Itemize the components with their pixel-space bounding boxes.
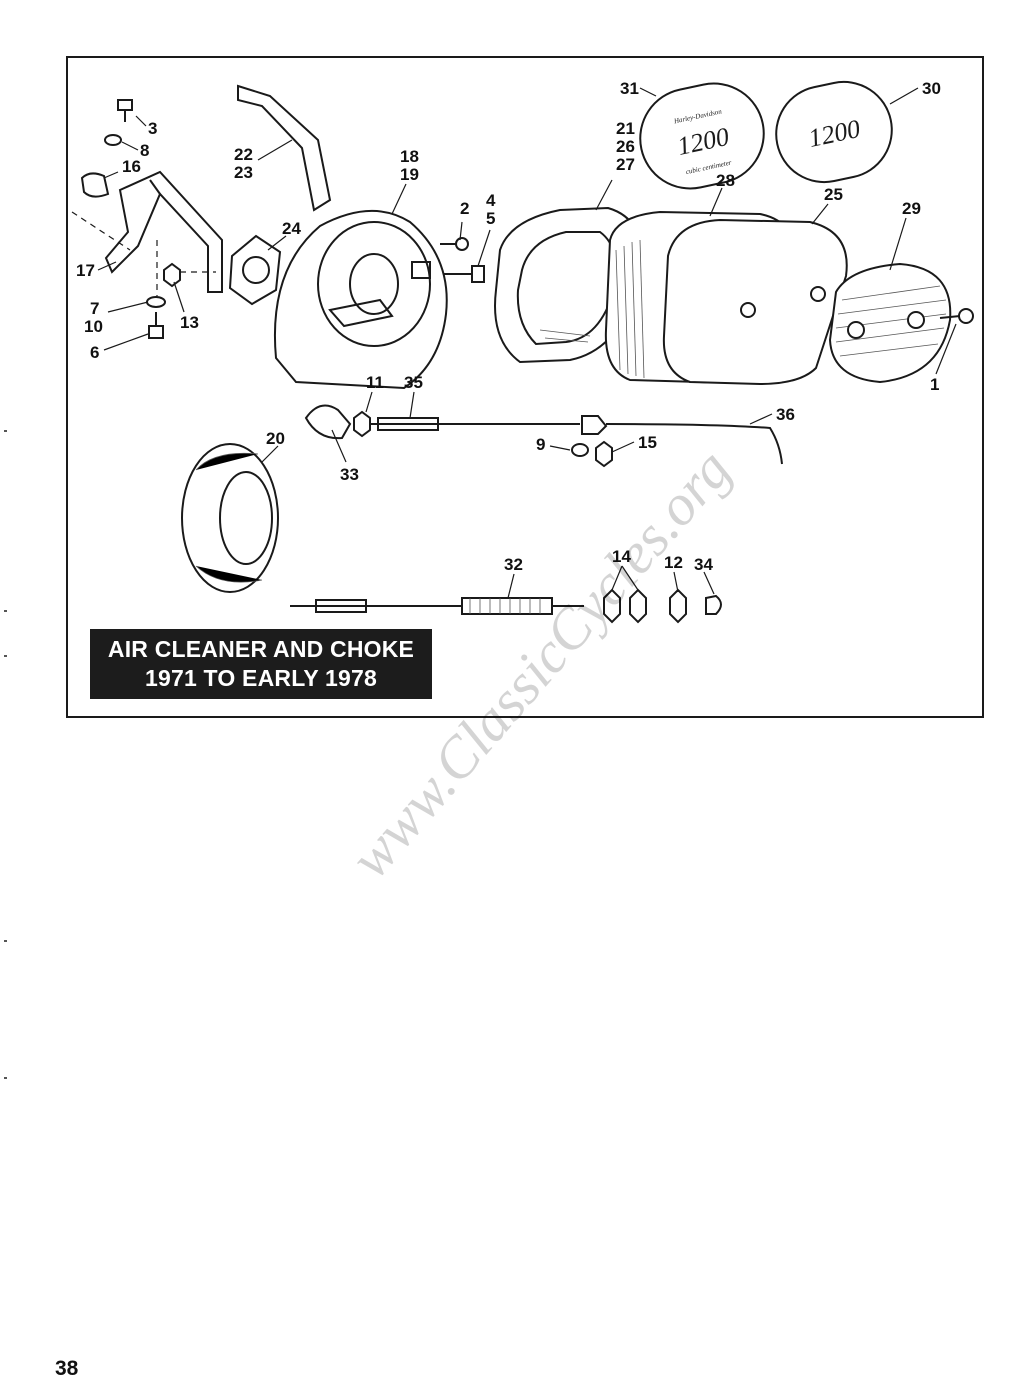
callout-32: 32 — [504, 555, 523, 574]
page-number: 38 — [55, 1357, 79, 1380]
part-15-nut — [595, 440, 613, 468]
callout-28: 28 — [716, 171, 735, 190]
callout-21: 21 — [616, 119, 635, 138]
part-29-trim — [828, 262, 952, 384]
part-34-cap — [705, 594, 722, 615]
part-30-emblem: 1200 — [775, 80, 893, 184]
callout-20: 20 — [266, 429, 285, 448]
callout-31: 31 — [620, 79, 639, 98]
callout-23: 23 — [234, 163, 253, 182]
part-25-cover — [662, 218, 848, 386]
callout-19: 19 — [400, 165, 419, 184]
callout-27: 27 — [616, 155, 635, 174]
callout-11: 11 — [366, 373, 384, 392]
callout-30: 30 — [922, 79, 941, 98]
callout-34: 34 — [694, 555, 713, 574]
callout-35: 35 — [404, 373, 423, 392]
callout-2: 2 — [460, 199, 469, 218]
callout-6: 6 — [90, 343, 99, 362]
callout-9: 9 — [536, 435, 545, 454]
scan-edge-mark — [4, 430, 7, 432]
scan-edge-mark — [4, 610, 7, 612]
part-4-5-bolt — [444, 265, 485, 283]
callout-8: 8 — [140, 141, 149, 160]
caption-line-1: AIR CLEANER AND CHOKE — [107, 636, 415, 662]
diagram-caption: AIR CLEANER AND CHOKE 1971 TO EARLY 1978 — [90, 629, 432, 699]
callout-16: 16 — [122, 157, 141, 176]
callout-5: 5 — [486, 209, 495, 228]
scan-edge-mark — [4, 1077, 7, 1079]
callout-29: 29 — [902, 199, 921, 218]
part-1-screw — [939, 308, 974, 324]
callout-4: 4 — [486, 191, 496, 210]
callout-7: 7 — [90, 299, 99, 318]
callout-36: 36 — [776, 405, 795, 424]
part-13-nut — [163, 262, 181, 288]
part-22-23-support-bracket — [237, 84, 332, 212]
part-11-nut — [353, 410, 371, 438]
part-35-36-choke-cable — [370, 415, 783, 465]
callout-15: 15 — [638, 433, 657, 452]
callout-24: 24 — [282, 219, 301, 238]
callout-14: 14 — [612, 547, 631, 566]
exploded-parts-diagram: 1200 Harley-Davidson cubic centimeter 12… — [71, 79, 974, 624]
part-20-seal-ring — [181, 443, 279, 593]
part-17-bracket — [104, 170, 223, 293]
callout-17: 17 — [76, 261, 95, 280]
callout-26: 26 — [616, 137, 635, 156]
diagram-frame: 1200 Harley-Davidson cubic centimeter 12… — [66, 56, 984, 718]
part-8-washer — [104, 134, 122, 146]
callout-labels: 3 8 16 17 7 10 6 13 22 23 24 18 19 2 4 5… — [76, 79, 941, 574]
callout-13: 13 — [180, 313, 199, 332]
leader-lines — [97, 87, 957, 599]
caption-line-2: 1971 TO EARLY 1978 — [144, 665, 378, 691]
part-24-gasket — [228, 234, 282, 306]
callout-12: 12 — [664, 553, 683, 572]
part-32-cable — [290, 597, 584, 615]
callout-25: 25 — [824, 185, 843, 204]
callout-1: 1 — [930, 375, 939, 394]
scan-edge-mark — [4, 655, 7, 657]
part-18-19-backplate — [273, 210, 448, 390]
part-9-washer — [571, 443, 589, 457]
callout-3: 3 — [148, 119, 157, 138]
part-2-screw — [440, 237, 469, 251]
callout-33: 33 — [340, 465, 359, 484]
part-6-bolt — [148, 312, 164, 339]
part-3-screw — [117, 99, 133, 122]
part-7-10-washer — [146, 296, 166, 308]
scan-edge-mark — [4, 940, 7, 942]
callout-10: 10 — [84, 317, 103, 336]
part-31-emblem: 1200 Harley-Davidson cubic centimeter — [639, 82, 765, 190]
part-33-knob — [304, 404, 352, 440]
callout-22: 22 — [234, 145, 253, 164]
part-12-nut — [669, 588, 687, 624]
part-16-clamp — [80, 172, 110, 198]
callout-18: 18 — [400, 147, 419, 166]
